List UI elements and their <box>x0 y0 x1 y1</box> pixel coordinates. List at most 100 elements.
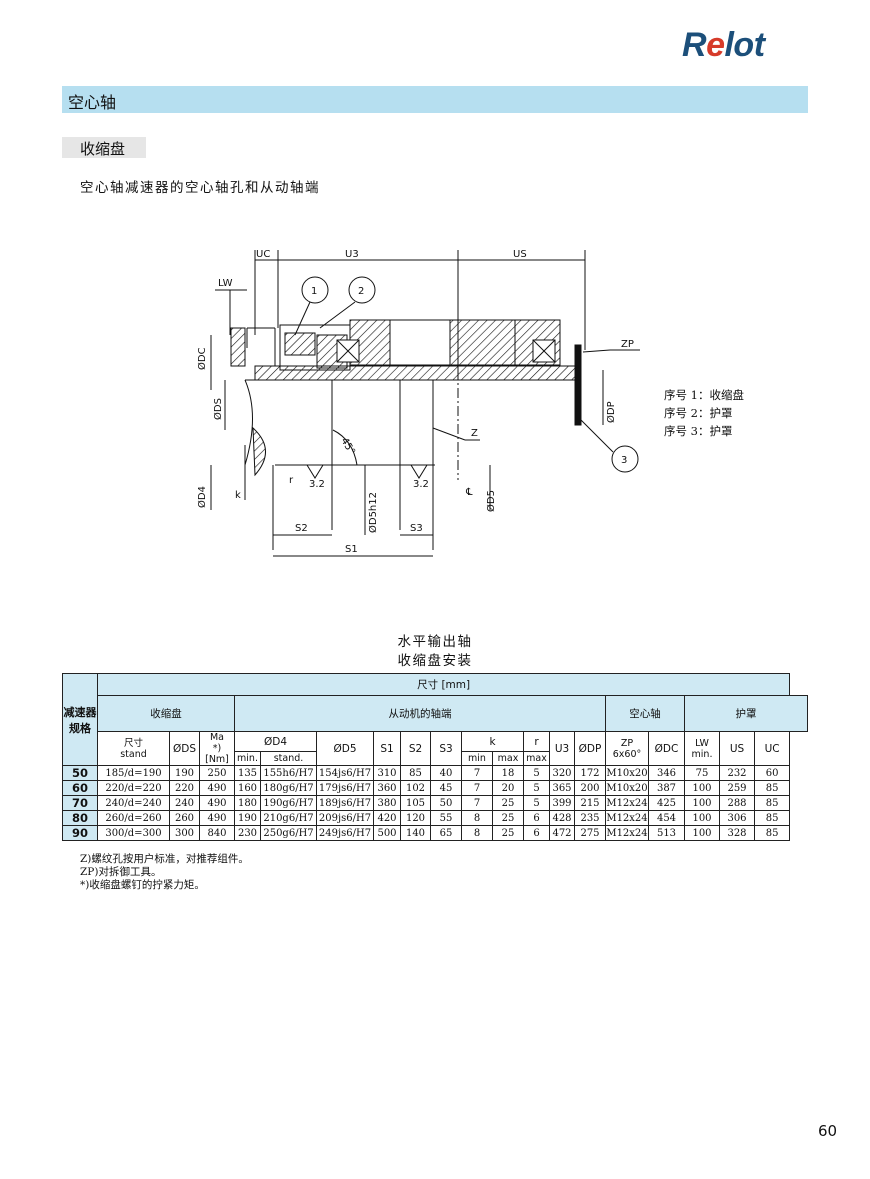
cell-s1: 360 <box>373 780 401 796</box>
row-model: 60 <box>62 780 98 796</box>
cell-u3: 365 <box>549 780 575 796</box>
row-model: 90 <box>62 825 98 841</box>
roughness-2: 3.2 <box>413 479 429 490</box>
dim-od5: ØD5 <box>485 490 497 512</box>
cell-r: 5 <box>523 795 550 811</box>
cell-size: 300/d=300 <box>97 825 170 841</box>
cell-s3: 55 <box>430 810 462 826</box>
roughness-1: 3.2 <box>309 479 325 490</box>
col-ods: ØDS <box>169 731 200 766</box>
cell-d4min: 160 <box>234 780 261 796</box>
cell-s3: 65 <box>430 825 462 841</box>
drawing-subtitle: 空心轴减速器的空心轴孔和从动轴端 <box>80 180 320 196</box>
col-k: k <box>461 730 524 753</box>
dim-s1: S1 <box>345 544 358 555</box>
subsection-header: 收缩盘 <box>62 137 146 158</box>
dim-lw: LW <box>218 278 233 289</box>
cell-dc: 513 <box>648 825 685 841</box>
cell-u3: 472 <box>549 825 575 841</box>
cell-r: 5 <box>523 765 550 781</box>
cell-zp: M12x24 <box>605 810 649 826</box>
header-dimensions: 尺寸 [mm] <box>96 673 791 696</box>
cell-us: 259 <box>719 780 755 796</box>
col-k-max: max <box>492 751 524 766</box>
dim-odp: ØDP <box>605 401 617 423</box>
section-header: 空心轴 <box>62 86 808 113</box>
cell-d4std: 210g6/H7 <box>260 810 317 826</box>
cell-u3: 320 <box>549 765 575 781</box>
cell-ods: 300 <box>169 825 200 841</box>
cell-d5: 209js6/H7 <box>316 810 374 826</box>
cell-d5: 154js6/H7 <box>316 765 374 781</box>
cell-kmax: 25 <box>492 825 524 841</box>
cell-lw: 75 <box>684 765 720 781</box>
cell-ma: 490 <box>199 810 235 826</box>
callout-2: 2 <box>358 286 364 297</box>
legend-item-2: 序号 2：护罩 <box>664 406 733 420</box>
col-odp: ØDP <box>574 731 606 766</box>
label-z: Z <box>471 428 478 439</box>
group-driven-shaft: 从动机的轴端 <box>234 695 606 732</box>
group-guard: 护罩 <box>684 695 808 732</box>
col-od4-min: min. <box>234 751 261 766</box>
col-od5: ØD5 <box>316 731 374 766</box>
cell-lw: 100 <box>684 795 720 811</box>
cell-dp: 200 <box>574 780 606 796</box>
row-model: 50 <box>62 765 98 781</box>
col-ma: Ma*)[Nm] <box>199 731 235 766</box>
cell-kmin: 8 <box>461 810 493 826</box>
col-r: r <box>523 730 550 753</box>
cell-zp: M12x24 <box>605 795 649 811</box>
cell-r: 5 <box>523 780 550 796</box>
legend-item-1: 序号 1：收缩盘 <box>664 388 744 402</box>
drawing-legend: 序号 1：收缩盘 序号 2：护罩 序号 3：护罩 <box>664 386 744 440</box>
legend-item-3: 序号 3：护罩 <box>664 424 733 438</box>
cell-size: 220/d=220 <box>97 780 170 796</box>
cell-s1: 310 <box>373 765 401 781</box>
dim-odc: ØDC <box>196 347 208 370</box>
dim-od4: ØD4 <box>196 486 208 508</box>
subsection-title: 收缩盘 <box>80 140 126 158</box>
col-model: 减速器规格 <box>62 673 98 766</box>
cell-s2: 105 <box>400 795 431 811</box>
cell-lw: 100 <box>684 825 720 841</box>
row-model: 80 <box>62 810 98 826</box>
callout-3: 3 <box>621 455 627 466</box>
cell-ods: 240 <box>169 795 200 811</box>
cell-d4std: 155h6/H7 <box>260 765 317 781</box>
cell-zp: M10x20 <box>605 765 649 781</box>
cell-d4std: 180g6/H7 <box>260 780 317 796</box>
cell-size: 240/d=240 <box>97 795 170 811</box>
cell-d4min: 190 <box>234 810 261 826</box>
cell-kmin: 7 <box>461 795 493 811</box>
cell-s2: 102 <box>400 780 431 796</box>
cell-ma: 250 <box>199 765 235 781</box>
cell-uc: 85 <box>753 795 791 811</box>
cell-kmin: 7 <box>461 780 493 796</box>
cell-r: 6 <box>523 825 550 841</box>
cell-kmin: 7 <box>461 765 493 781</box>
cell-uc: 85 <box>753 810 791 826</box>
cell-s2: 85 <box>400 765 431 781</box>
cell-kmax: 18 <box>492 765 524 781</box>
cell-s3: 40 <box>430 765 462 781</box>
dim-us: US <box>513 249 527 260</box>
page-number: 60 <box>818 1122 838 1140</box>
cell-uc: 85 <box>753 780 791 796</box>
cell-s3: 45 <box>430 780 462 796</box>
cell-uc: 60 <box>753 765 791 781</box>
cell-ods: 220 <box>169 780 200 796</box>
cell-dc: 387 <box>648 780 685 796</box>
footnotes: Z)螺纹孔按用户标准，对推荐组件。 ZP)对拆御工具。 *)收缩盘螺钉的拧紧力矩… <box>80 853 249 892</box>
cell-d5: 179js6/H7 <box>316 780 374 796</box>
cell-dc: 425 <box>648 795 685 811</box>
